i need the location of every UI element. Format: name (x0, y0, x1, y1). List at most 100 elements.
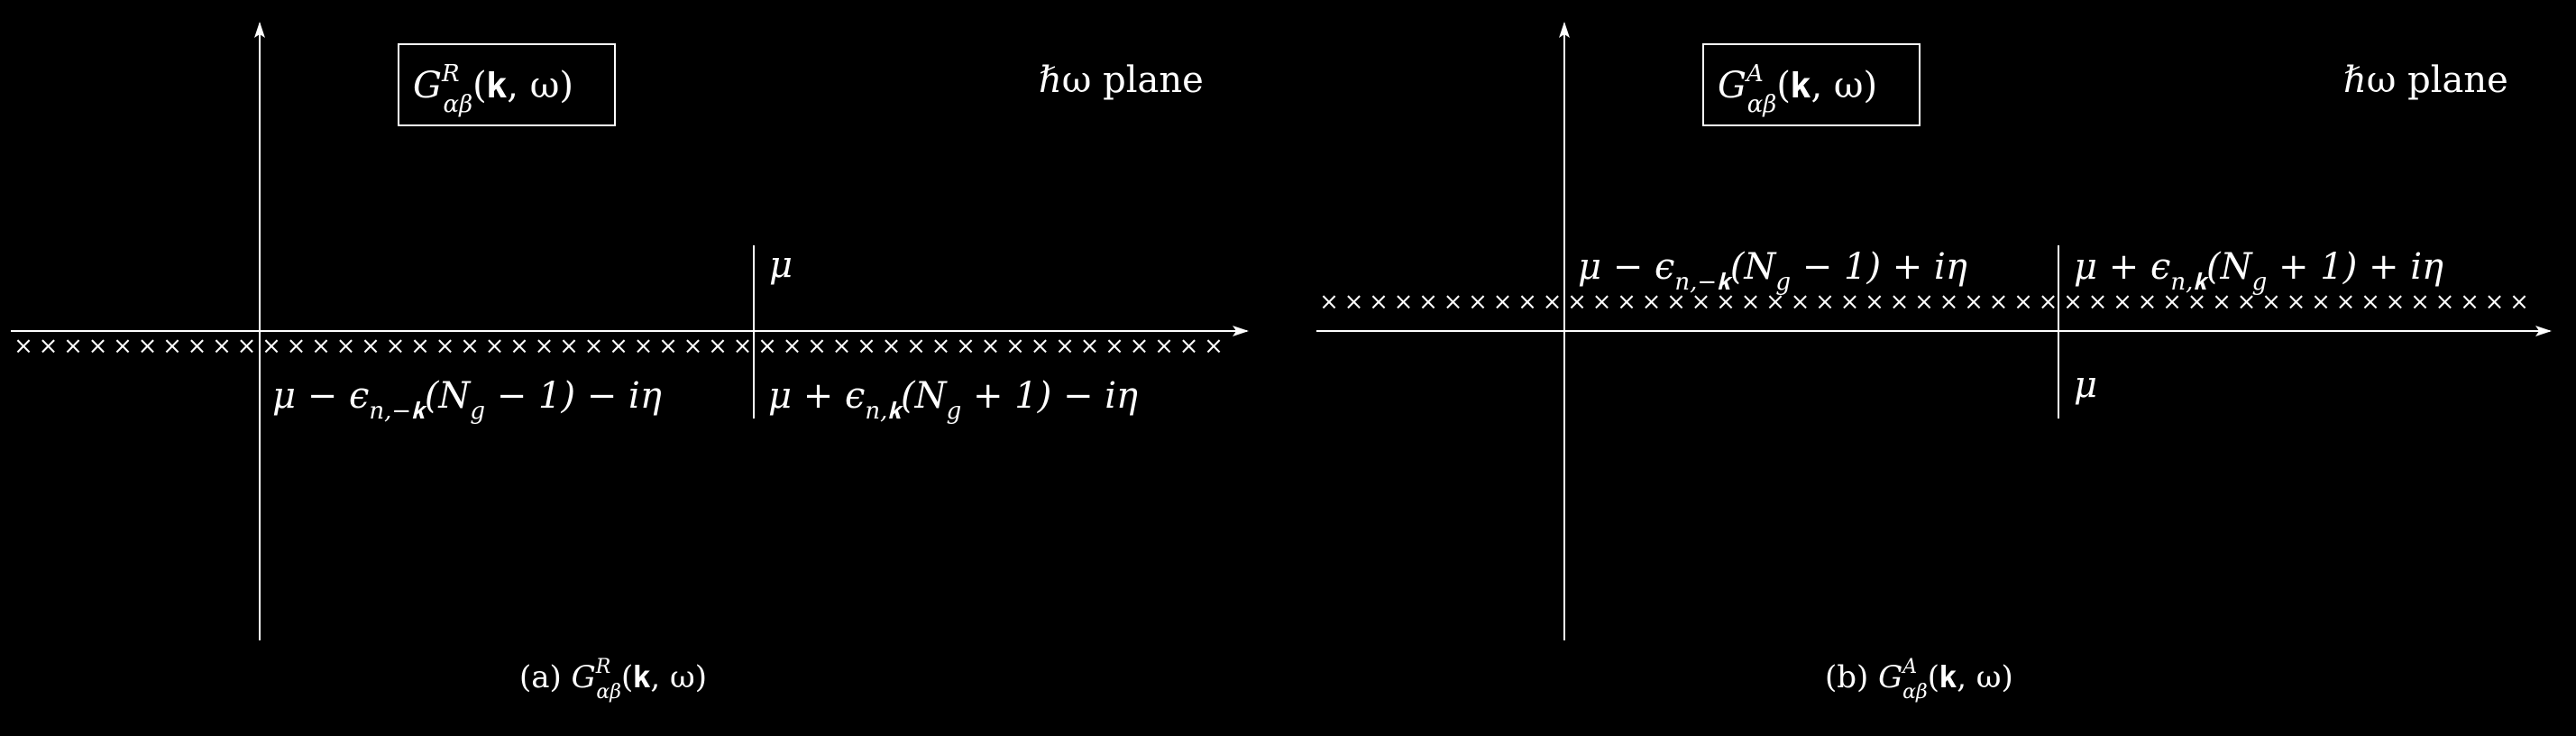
pole-marker-a: × (361, 333, 380, 360)
pole-label-left-a: μ − ϵn,−𝐤(Ng − 1) − iη (272, 375, 662, 425)
pole-marker-b: × (1666, 289, 1686, 316)
pole-marker-a: × (1105, 333, 1124, 360)
pole-marker-b: × (2410, 289, 2430, 316)
pole-marker-a: × (757, 333, 777, 360)
pole-marker-b: × (1369, 289, 1389, 316)
pole-marker-b: × (1741, 289, 1761, 316)
pole-marker-b: × (1691, 289, 1711, 316)
pole-marker-b: × (1815, 289, 1835, 316)
pole-marker-a: × (435, 333, 455, 360)
pole-marker-a: × (535, 333, 555, 360)
pole-marker-a: × (906, 333, 926, 360)
pole-marker-a: × (485, 333, 505, 360)
pole-marker-b: × (1617, 289, 1636, 316)
pole-marker-a: × (609, 333, 628, 360)
pole-row-b: ××××××××××××××××××××××××××××××××××××××××… (1319, 289, 2529, 316)
pole-marker-a: × (88, 333, 108, 360)
pole-marker-b: × (2311, 289, 2331, 316)
pole-label-left-b: μ − ϵn,−𝐤(Ng − 1) + iη (1578, 246, 1967, 296)
pole-marker-a: × (460, 333, 480, 360)
pole-marker-a: × (683, 333, 703, 360)
pole-marker-a: × (1154, 333, 1174, 360)
pole-marker-a: × (832, 333, 852, 360)
pole-marker-a: × (14, 333, 33, 360)
pole-marker-b: × (2039, 289, 2058, 316)
pole-marker-b: × (1543, 289, 1563, 316)
pole-marker-a: × (113, 333, 133, 360)
pole-marker-a: × (1005, 333, 1025, 360)
pole-marker-b: × (2138, 289, 2158, 316)
pole-marker-b: × (2187, 289, 2207, 316)
pole-marker-b: × (1394, 289, 1414, 316)
pole-marker-b: × (1716, 289, 1736, 316)
pole-marker-a: × (882, 333, 902, 360)
pole-marker-b: × (2361, 289, 2380, 316)
pole-marker-b: × (2013, 289, 2033, 316)
pole-label-right-a: μ + ϵn,𝐤(Ng + 1) − iη (768, 375, 1138, 425)
pole-marker-b: × (2162, 289, 2182, 316)
pole-marker-b: × (1468, 289, 1488, 316)
pole-marker-a: × (584, 333, 604, 360)
pole-marker-b: × (2063, 289, 2083, 316)
pole-marker-b: × (2485, 289, 2505, 316)
pole-marker-a: × (981, 333, 1001, 360)
pole-marker-b: × (1567, 289, 1587, 316)
pole-marker-b: × (1592, 289, 1612, 316)
pole-marker-a: × (658, 333, 678, 360)
pole-marker-a: × (410, 333, 430, 360)
pole-marker-b: × (1791, 289, 1811, 316)
pole-marker-a: × (188, 333, 207, 360)
pole-marker-b: × (1642, 289, 1662, 316)
pole-marker-a: × (261, 333, 281, 360)
pole-marker-b: × (1964, 289, 1984, 316)
pole-label-right-b: μ + ϵn,𝐤(Ng + 1) + iη (2074, 246, 2443, 296)
pole-marker-a: × (807, 333, 827, 360)
pole-marker-b: × (1989, 289, 2009, 316)
mu-label-a: μ (769, 244, 793, 286)
pole-marker-b: × (2088, 289, 2108, 316)
pole-marker-a: × (1080, 333, 1100, 360)
pole-marker-b: × (1939, 289, 1959, 316)
plane-label-a: ℏω plane (1039, 60, 1204, 101)
pole-marker-a: × (857, 333, 876, 360)
pole-marker-a: × (783, 333, 802, 360)
pole-marker-b: × (2261, 289, 2281, 316)
pole-marker-b: × (1517, 289, 1537, 316)
pole-marker-a: × (931, 333, 951, 360)
pole-marker-a: × (138, 333, 158, 360)
pole-marker-b: × (2237, 289, 2257, 316)
pole-marker-a: × (733, 333, 753, 360)
pole-marker-b: × (2509, 289, 2529, 316)
pole-marker-a: × (1031, 333, 1050, 360)
pole-marker-b: × (2212, 289, 2232, 316)
pole-marker-b: × (2386, 289, 2406, 316)
pole-marker-a: × (634, 333, 654, 360)
pole-marker-b: × (1344, 289, 1364, 316)
mu-label-b: μ (2074, 364, 2097, 406)
pole-marker-b: × (1444, 289, 1463, 316)
pole-marker-b: × (2435, 289, 2455, 316)
pole-marker-b: × (1418, 289, 1438, 316)
pole-marker-b: × (2287, 289, 2306, 316)
pole-marker-a: × (212, 333, 232, 360)
pole-marker-b: × (1914, 289, 1934, 316)
pole-marker-b: × (1865, 289, 1884, 316)
pole-marker-a: × (1179, 333, 1199, 360)
pole-marker-a: × (311, 333, 331, 360)
plane-label-b: ℏω plane (2343, 60, 2508, 101)
pole-marker-b: × (1890, 289, 1910, 316)
function-label-box-b (1702, 43, 1921, 126)
pole-marker-b: × (1765, 289, 1785, 316)
pole-marker-a: × (287, 333, 307, 360)
pole-marker-a: × (336, 333, 356, 360)
pole-marker-b: × (2460, 289, 2480, 316)
pole-marker-b: × (2336, 289, 2356, 316)
pole-marker-a: × (1204, 333, 1224, 360)
pole-marker-a: × (708, 333, 728, 360)
pole-marker-b: × (1319, 289, 1339, 316)
pole-marker-b: × (1840, 289, 1860, 316)
